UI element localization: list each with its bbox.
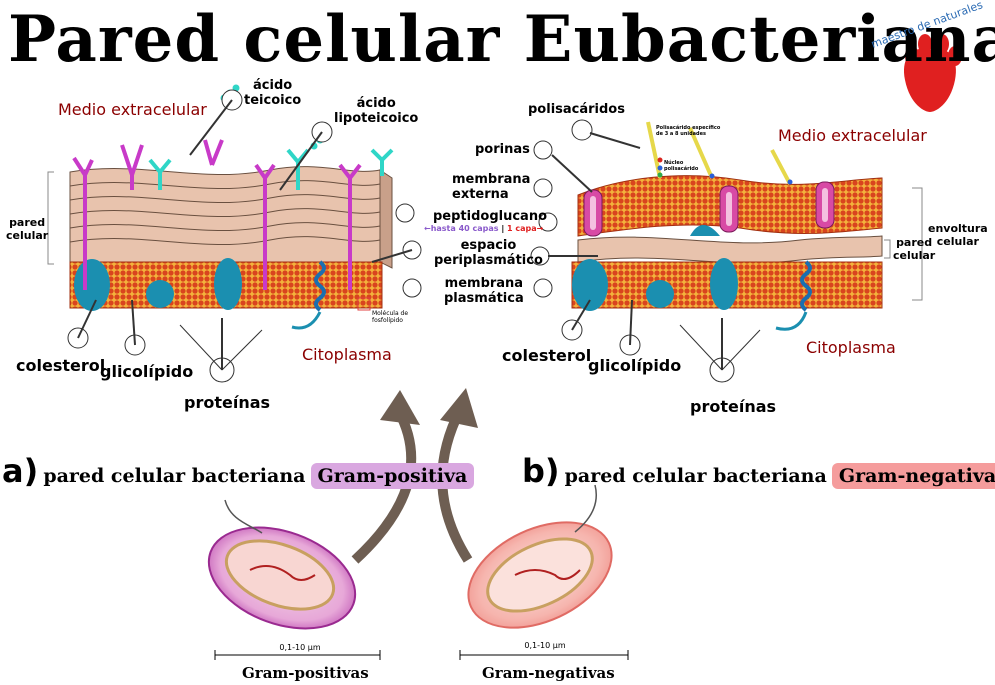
label-glicolipido-a: glicolípido — [100, 362, 194, 381]
label-acido-lipoteicoico: ácido lipoteicoico — [334, 96, 419, 126]
label-hasta-40-capas: ←hasta 40 capas — [424, 224, 499, 233]
gram-negative-bacterium — [467, 484, 613, 629]
gram-negative-cell-wall — [561, 119, 923, 383]
section-a-letter: a) — [2, 452, 39, 490]
center-pointer-hands — [371, 140, 598, 298]
label-pared-celular-a: pared celular — [6, 216, 49, 242]
label-1-capa: 1 capa→ — [507, 224, 544, 233]
caption-gram-positivas: Gram-positivas — [242, 664, 369, 682]
label-separator: | — [501, 224, 505, 233]
label-capas: ←hasta 40 capas | 1 capa→ — [424, 224, 543, 233]
membrane-protein — [646, 280, 674, 308]
label-medio-extracelular-b: Medio extracelular — [778, 126, 927, 145]
label-medio-extracelular-a: Medio extracelular — [58, 100, 207, 119]
teichoic-acid-chains — [72, 139, 362, 290]
label-membrana-externa: membrana externa — [452, 172, 531, 202]
transmembrane-helix — [800, 260, 812, 312]
label-nucleo-polisacarido: Núcleo polisacárido — [664, 160, 699, 172]
pared-celular-bracket-neg — [884, 239, 891, 259]
section-a-highlight: Gram-positiva — [310, 463, 475, 489]
section-a-text: pared celular bacteriana — [43, 465, 306, 487]
section-b-letter: b) — [522, 452, 560, 490]
pared-celular-bracket — [47, 171, 54, 265]
peptidoglycan-thin-layer — [577, 235, 883, 264]
label-colesterol-a: colesterol — [16, 356, 106, 375]
label-polisacaridos: polisacáridos — [528, 102, 625, 117]
scale-b-label: 0,1-10 µm — [524, 641, 566, 650]
label-colesterol-b: colesterol — [502, 346, 592, 365]
porin-channels — [590, 188, 828, 230]
lps-polysaccharide-chains — [646, 121, 793, 185]
label-acido-teicoico: ácido teicoico — [244, 78, 302, 108]
section-b-header: b) pared celular bacteriana Gram-negativ… — [522, 452, 995, 490]
label-espacio-periplasmatico: espacio periplasmático — [434, 238, 543, 268]
label-polisacarido-especifico: Polisacárido específico de 3 a 8 unidade… — [656, 125, 721, 137]
label-peptidoglucano: peptidoglucano — [433, 209, 548, 224]
label-envoltura-celular: envoltura celular — [928, 222, 988, 248]
label-glicolipido-b: glicolípido — [588, 356, 682, 375]
transmembrane-helix — [314, 260, 326, 312]
label-membrana-plasmatica: membrana plasmática — [444, 276, 524, 306]
gram-positive-cell-wall — [47, 84, 394, 383]
caption-gram-negativas: Gram-negativas — [482, 664, 615, 682]
envoltura-celular-bracket — [912, 187, 923, 301]
label-citoplasma-a: Citoplasma — [302, 345, 392, 364]
pointer-hands-neg — [561, 119, 761, 383]
membrane-protein — [710, 258, 738, 310]
membrane-protein — [214, 258, 242, 310]
lipoprotein — [690, 225, 720, 236]
label-fosfolipido: Molécula de fosfolípido — [372, 310, 409, 324]
membrane-protein — [74, 259, 110, 311]
section-b-text: pared celular bacteriana — [564, 465, 827, 487]
membrane-protein — [146, 280, 174, 308]
pointer-hands — [67, 89, 333, 383]
label-porinas: porinas — [475, 142, 530, 157]
gram-positive-bacterium — [207, 499, 357, 630]
label-proteinas-a: proteínas — [184, 393, 271, 412]
phospholipid-marker — [357, 297, 371, 311]
section-a-header: a) pared celular bacteriana Gram-positiv… — [2, 452, 475, 490]
label-proteinas-b: proteínas — [690, 397, 777, 416]
label-pared-celular-b: pared celular — [893, 236, 936, 262]
label-citoplasma-b: Citoplasma — [806, 338, 896, 357]
page-title: Pared celular Eubacteriana — [8, 2, 995, 77]
logo — [904, 34, 962, 112]
scale-a-label: 0,1-10 µm — [279, 643, 321, 652]
peptidoglycan-layers — [69, 166, 393, 269]
section-b-highlight: Gram-negativa — [831, 463, 995, 489]
membrane-protein — [572, 259, 608, 311]
